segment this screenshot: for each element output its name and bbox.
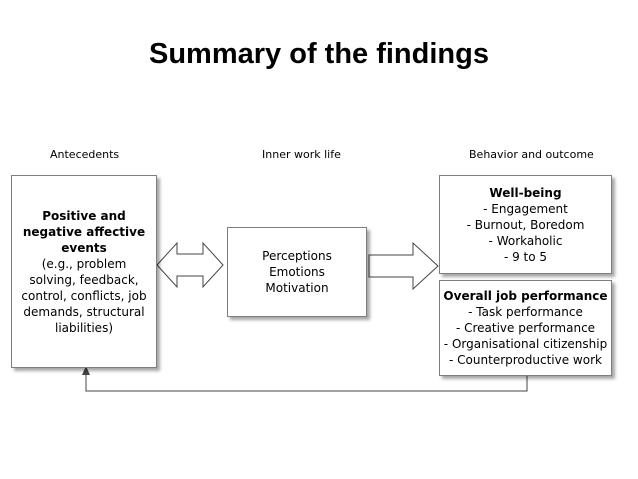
job-performance-line-4: - Counterproductive work (449, 353, 602, 367)
events-heading-line-1: Positive and (42, 208, 126, 223)
job-performance-line-1: - Task performance (468, 305, 583, 319)
affective-events-box: Positive and negative affective events (… (11, 175, 157, 368)
right-block-arrow (368, 241, 439, 291)
column-label-antecedents: Antecedents (50, 148, 120, 161)
well-being-line-2: - Burnout, Boredom (466, 217, 585, 232)
feedback-loop-line (85, 374, 528, 392)
page-title: Summary of the findings (149, 38, 489, 70)
bidirectional-arrow (156, 241, 224, 289)
column-label-behavior-outcome: Behavior and outcome (469, 148, 594, 161)
events-line-2: solving, feedback, (29, 272, 139, 287)
well-being-line-3: - Workaholic (488, 233, 563, 248)
inner-work-life-box: Perceptions Emotions Motivation (227, 227, 367, 317)
job-performance-line-2: - Creative performance (455, 321, 596, 335)
column-label-inner-work-life: Inner work life (262, 148, 341, 161)
inner-line-perceptions: Perceptions (262, 249, 332, 263)
events-line-4: demands, structural (23, 304, 145, 319)
events-line-1: (e.g., problem (41, 256, 127, 271)
feedback-arrowhead (82, 366, 90, 375)
events-heading-line-2: negative affective (22, 224, 146, 239)
events-line-5: liabilities) (55, 320, 113, 335)
well-being-line-4: - 9 to 5 (503, 249, 548, 264)
well-being-box: Well-being - Engagement - Burnout, Bored… (439, 175, 612, 274)
inner-line-emotions: Emotions (269, 265, 325, 279)
inner-line-motivation: Motivation (265, 281, 329, 295)
job-performance-box: Overall job performance - Task performan… (439, 280, 612, 376)
well-being-line-1: - Engagement (483, 201, 568, 216)
events-heading-line-3: events (61, 240, 107, 255)
events-line-3: control, conflicts, job (21, 288, 147, 303)
job-performance-line-3: - Organisational citizenship (443, 337, 608, 351)
well-being-heading: Well-being (489, 185, 562, 200)
job-performance-heading: Overall job performance (443, 289, 608, 303)
